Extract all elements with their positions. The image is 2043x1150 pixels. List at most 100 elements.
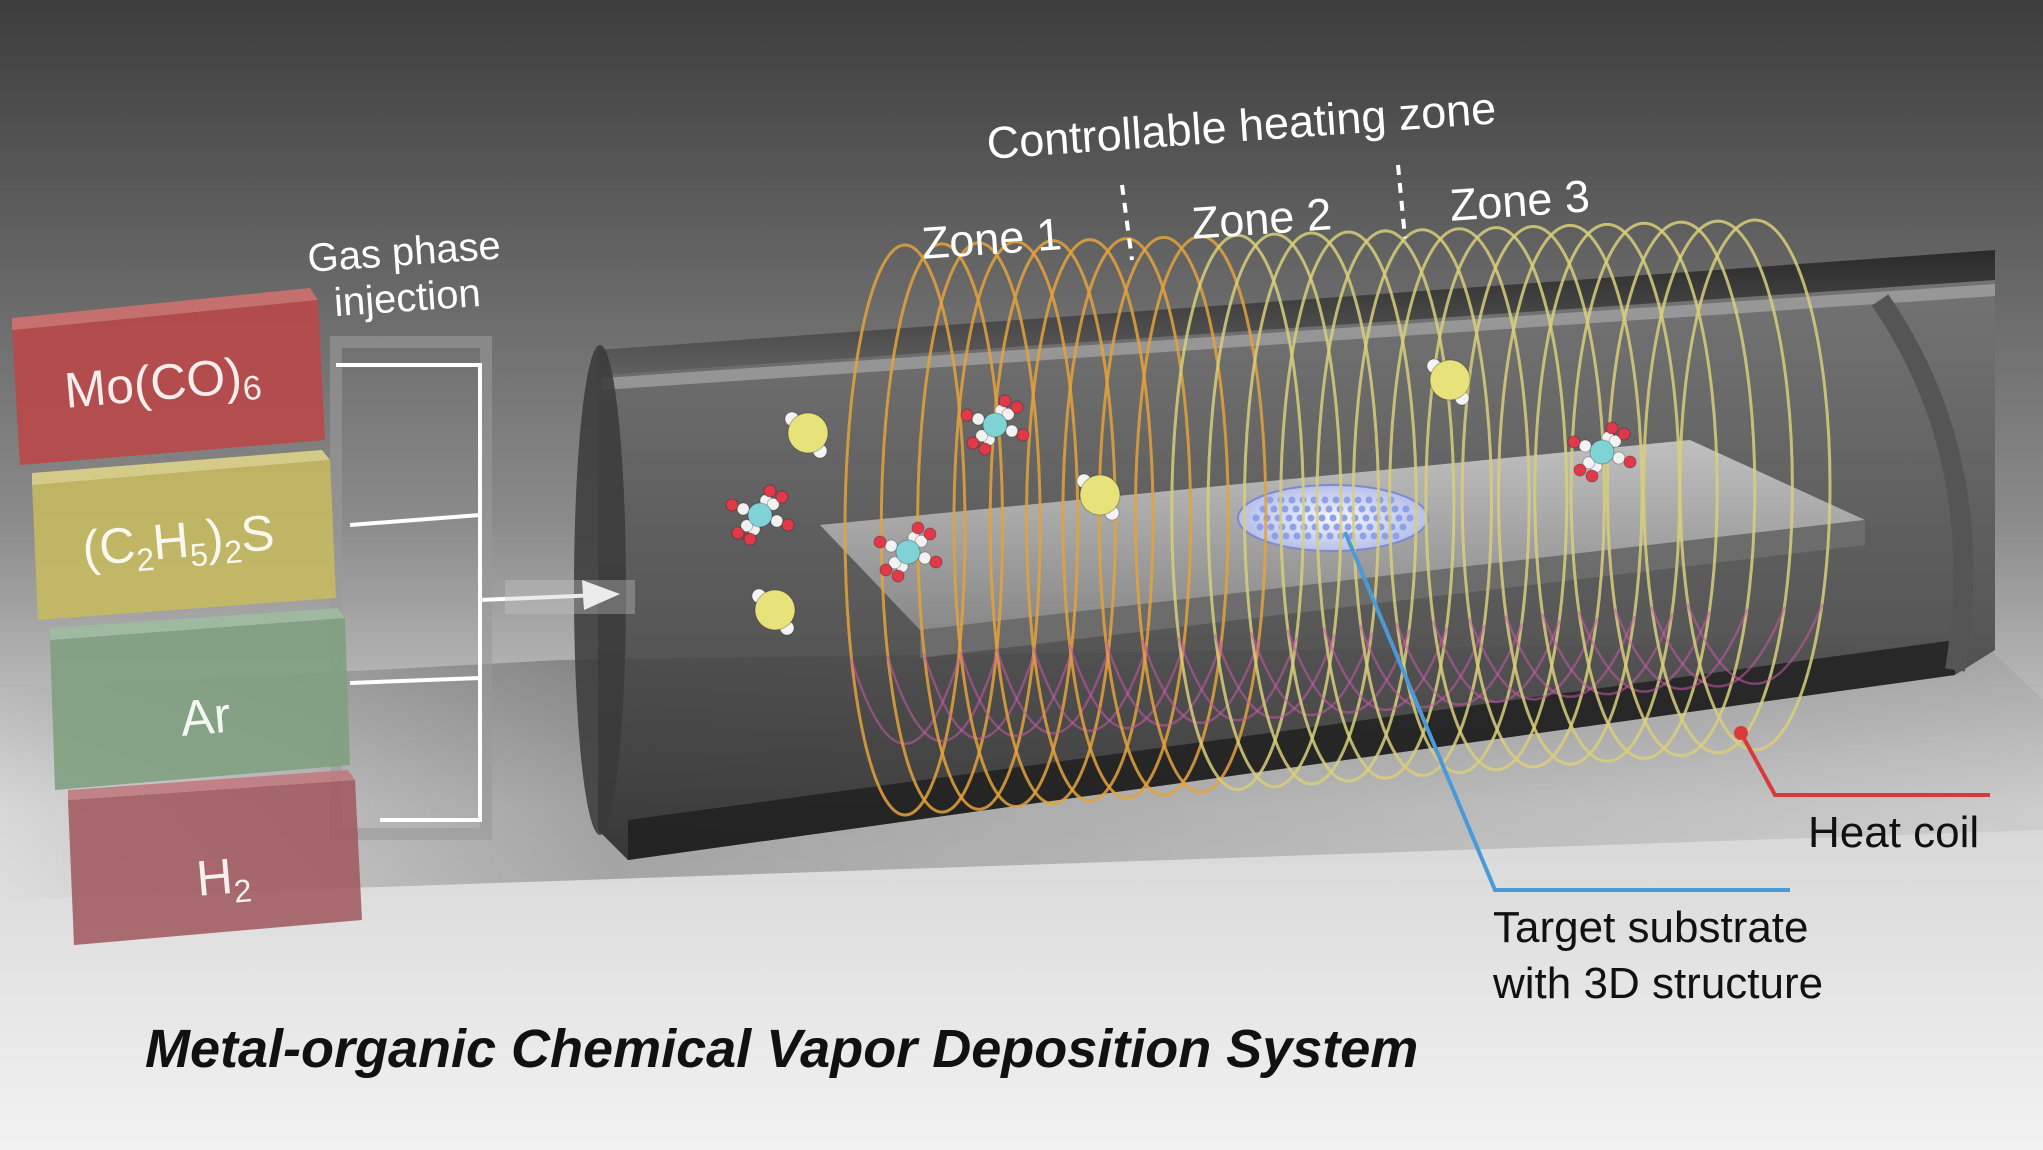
heat-coil-rings [843, 218, 1832, 817]
zone-2-label: Zone 2 [1190, 188, 1334, 249]
precursor-molecules [725, 358, 1637, 636]
atom [929, 555, 943, 569]
precursor-box-c2h5-2s [32, 460, 336, 620]
heat-coil-leader-dot [1734, 726, 1748, 740]
target-substrate-line2: with 3D structure [1493, 959, 1824, 1008]
gas-phase-injection-label: Gas phase injection [306, 223, 505, 328]
heat-coil-ring [1170, 233, 1305, 792]
heat-coil-ring [1206, 232, 1343, 789]
heat-coil-ring-lower [1322, 627, 1449, 711]
atom [1623, 455, 1637, 469]
atom [873, 535, 887, 549]
wafer-structure-dot [1270, 505, 1278, 513]
wafer-structure-dot [1293, 532, 1301, 540]
precursor-box-top [50, 608, 345, 640]
heat-coil-ring [1279, 230, 1418, 783]
wafer-structure-dot [1281, 505, 1289, 513]
wafer-structure-dot [1318, 514, 1326, 522]
heat-coil-ring [1061, 236, 1193, 800]
heat-coil-ring-lower [1686, 603, 1824, 685]
atom [966, 436, 980, 450]
atom [743, 532, 757, 546]
wafer-structure-dot [1282, 532, 1290, 540]
wafer-structure-dot [1303, 505, 1311, 513]
wafer-structure-dot [1391, 505, 1399, 513]
wafer-structure-dot [1354, 496, 1362, 504]
diagram-title: Metal-organic Chemical Vapor Deposition … [145, 1019, 1419, 1079]
injection-line [479, 593, 601, 602]
wafer-structure-dot [1358, 505, 1366, 513]
precursor-box-top [68, 770, 355, 800]
wafer-structure-dot [1307, 514, 1315, 522]
atom [971, 412, 985, 426]
precursor-pre: (C [80, 516, 138, 577]
precursor-subscript: 6 [241, 368, 264, 409]
wafer-structure-dot [1292, 505, 1300, 513]
precursor-box-top [32, 450, 330, 485]
heat-coil-ring [879, 242, 1005, 814]
gas-manifold [330, 336, 635, 840]
heat-coil-ring-lower [1359, 624, 1486, 709]
wafer-structure-dot [1271, 532, 1279, 540]
atom [736, 502, 750, 516]
wafer-structure-dot [1332, 496, 1340, 504]
substrate-leader [1343, 531, 1790, 892]
wafer-structure-dot [1395, 514, 1403, 522]
wafer-structure-dot [1370, 532, 1378, 540]
wafer-structure-dot [1256, 523, 1264, 531]
wafer-structure-dot [1392, 532, 1400, 540]
heat-coil-ring [1678, 218, 1832, 752]
atom [911, 521, 925, 535]
atom [1005, 424, 1019, 438]
wafer-structure-dot [1399, 523, 1407, 531]
atom [960, 408, 974, 422]
wafer-structure-dot [1344, 523, 1352, 531]
heat-coil-ring [952, 240, 1080, 809]
heat-coil-leader [1739, 732, 1990, 797]
heat-coil-ring-lower [1504, 615, 1636, 698]
injection-nozzle [505, 580, 635, 614]
atom [1582, 456, 1596, 470]
precursor-end: S [238, 504, 277, 563]
heat-coil-ring-lower [1286, 629, 1411, 714]
wafer-structure-dot [1381, 532, 1389, 540]
wafer-structure-dot [1322, 523, 1330, 531]
atom [731, 526, 745, 540]
atom [879, 563, 893, 577]
atom [1016, 428, 1030, 442]
atom [1578, 439, 1592, 453]
heat-coil-ring [1097, 235, 1230, 797]
heat-coil-ring-lower [886, 655, 998, 743]
wafer-structure-dot [1266, 496, 1274, 504]
atom [1589, 439, 1615, 465]
heat-coil-ring [1605, 220, 1757, 758]
manifold-line [349, 676, 481, 685]
wafer-structure-dot [1343, 496, 1351, 504]
atom [781, 518, 795, 532]
zone-3-label: Zone 3 [1448, 170, 1592, 231]
atom [1573, 463, 1587, 477]
heat-coil-ring-lower [1649, 606, 1787, 688]
zone-1-label: Zone 1 [920, 208, 1064, 269]
atom [914, 534, 928, 548]
heat-coil-ring-lower [1249, 631, 1374, 717]
heat-coil-ring [1496, 223, 1644, 766]
wafer-structure-dot [1355, 523, 1363, 531]
heat-coil-ring [1460, 225, 1606, 769]
zone-divider-2-3 [1396, 164, 1407, 239]
wafer-structure-dot [1402, 505, 1410, 513]
precursor-boxes [12, 288, 362, 945]
precursor-box-top [12, 288, 318, 330]
precursor-box-ar [50, 618, 350, 790]
precursor-label-ar: Ar [178, 686, 233, 748]
precursor-main: H [194, 847, 235, 907]
heat-coil-ring [1424, 226, 1569, 772]
atom [1079, 474, 1121, 516]
precursor-box-mo-co6 [12, 300, 325, 465]
zone-divider-1-2 [1120, 184, 1134, 261]
atom [982, 412, 1008, 438]
heat-coil-ring [1242, 231, 1381, 786]
atom [740, 519, 754, 533]
atom [775, 490, 789, 504]
